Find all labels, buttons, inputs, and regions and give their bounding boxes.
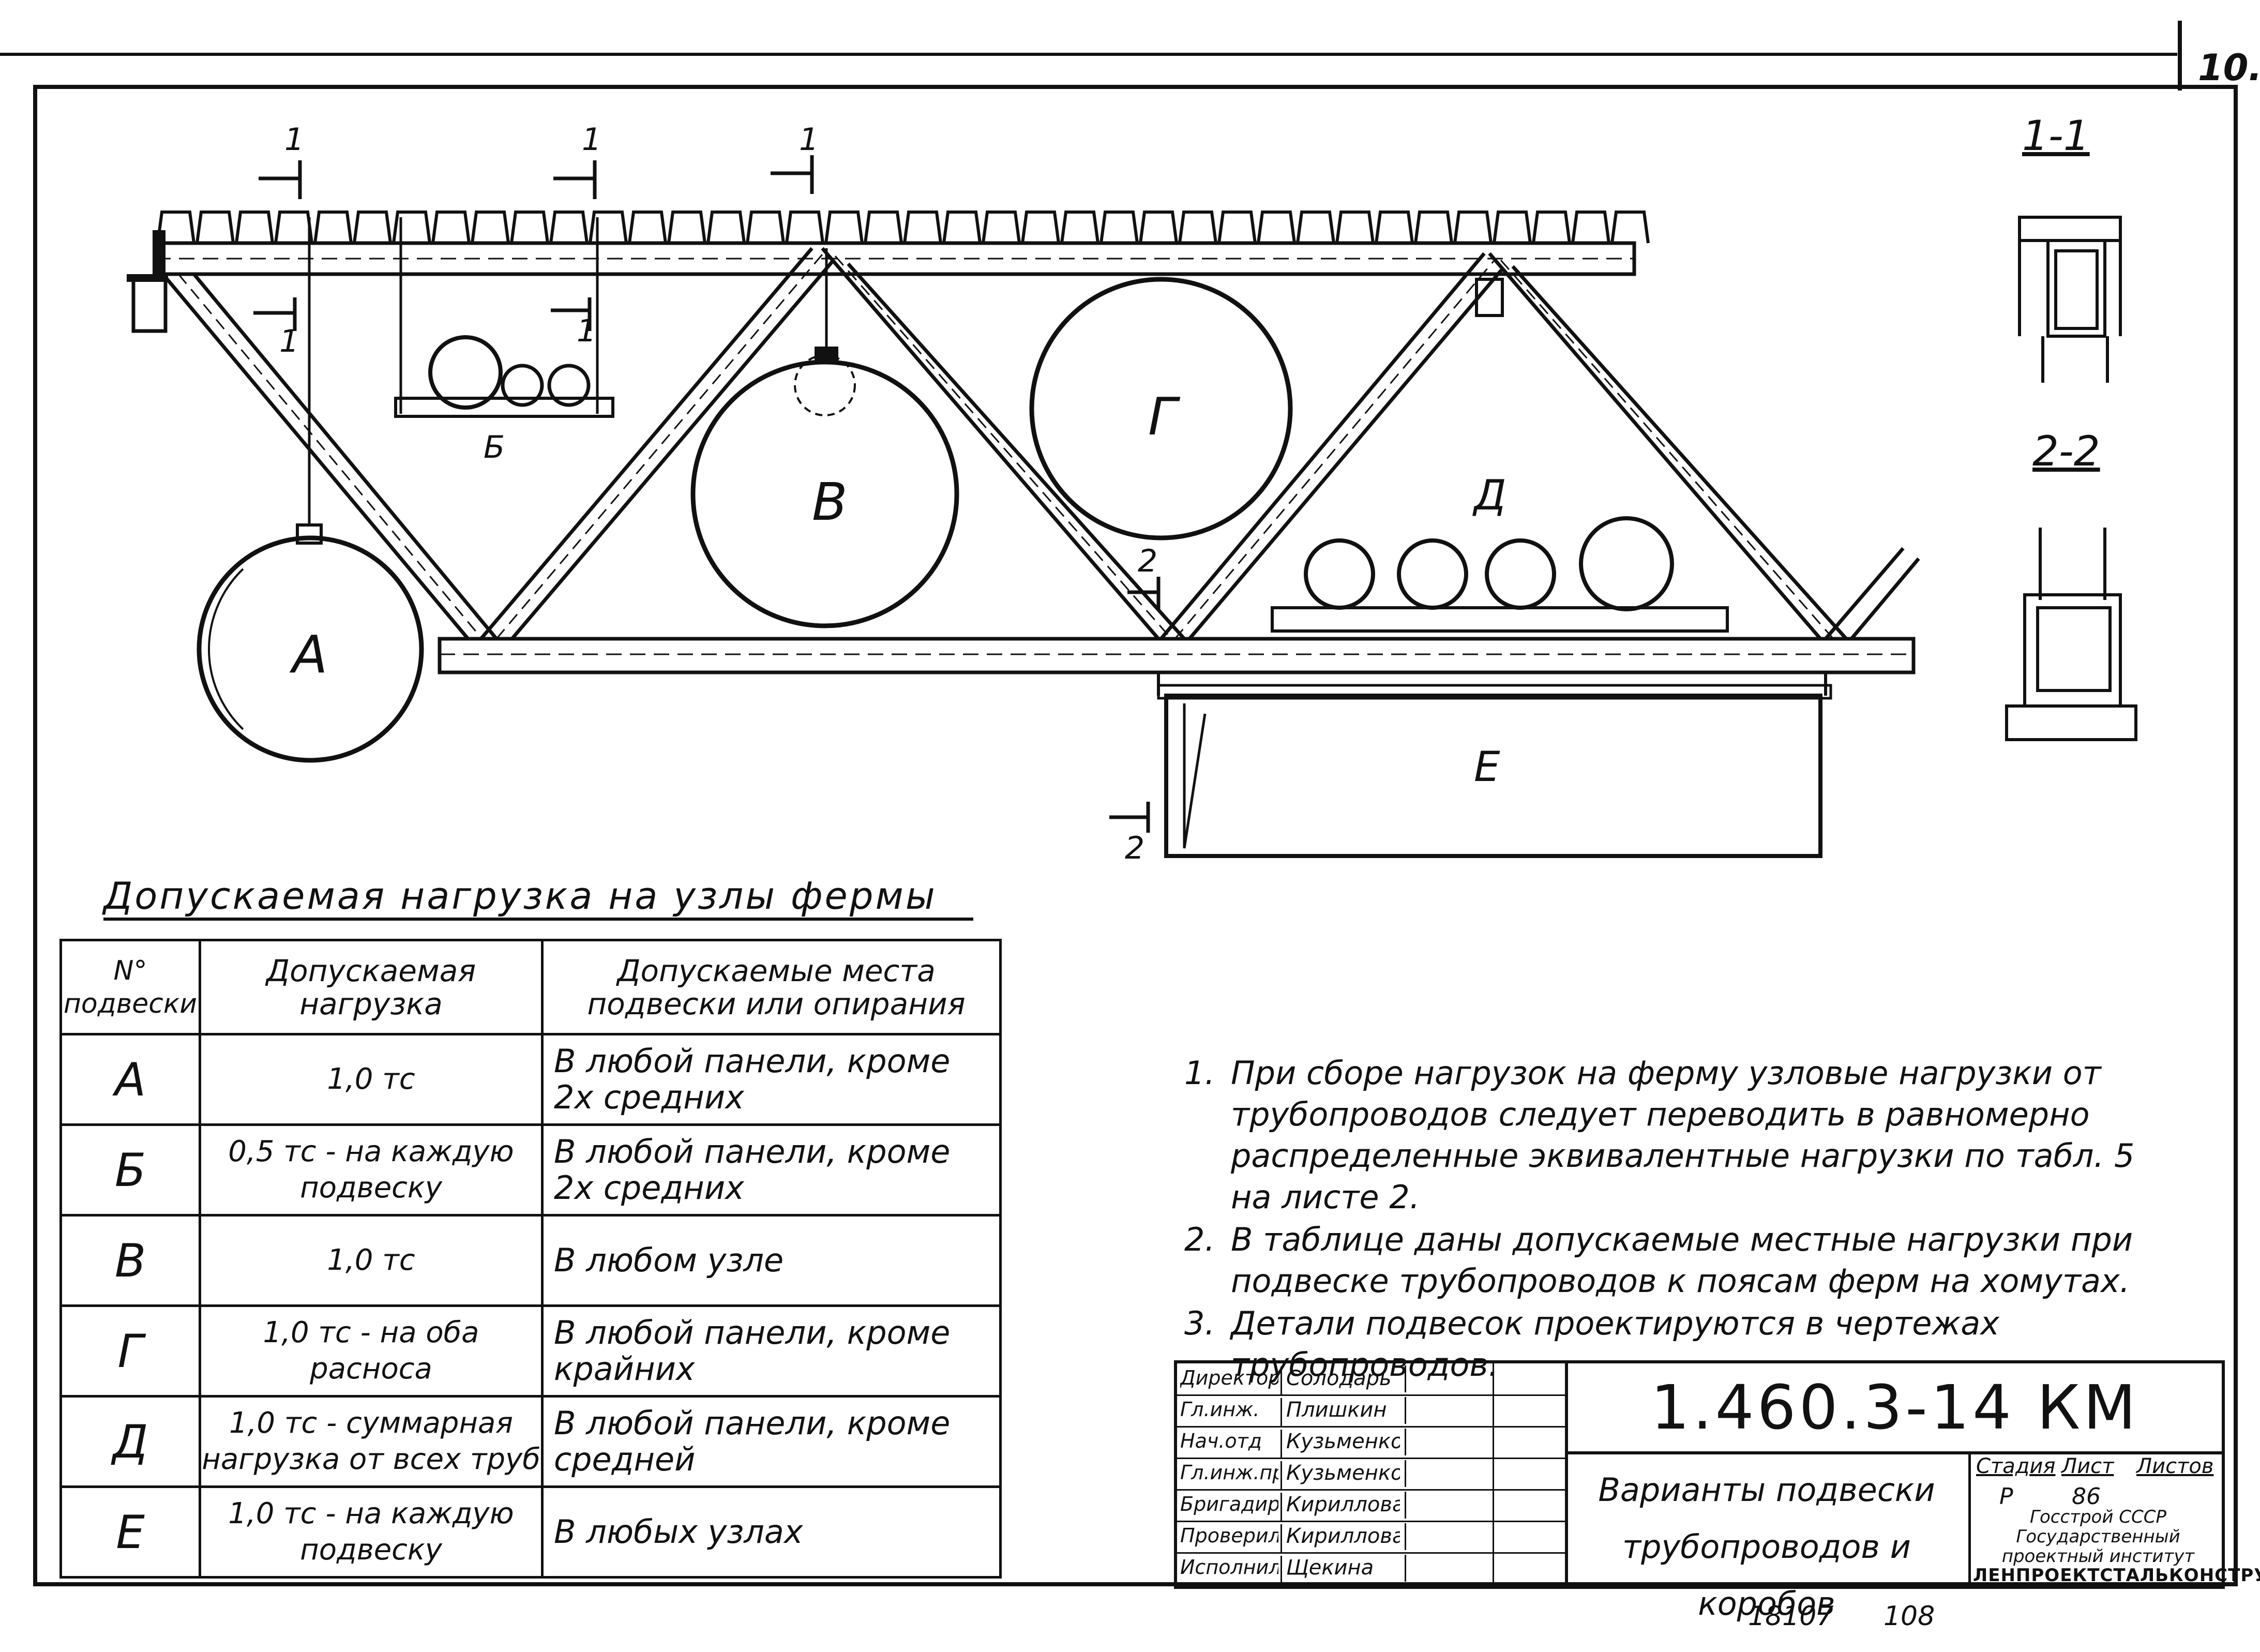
svg-text:1: 1 <box>279 323 299 359</box>
notes: 1.При сборе нагрузок на ферму узловые на… <box>1174 1053 2182 1387</box>
section-2-2-label: 2-2 <box>2032 427 2100 475</box>
roof-slabs <box>155 211 1650 245</box>
staff-role: Проверил <box>1180 1524 1278 1547</box>
duct-e <box>1164 694 1822 858</box>
note-item: 3.Детали подвесок проектируются в чертеж… <box>1184 1304 1999 1384</box>
date-cell <box>1493 1521 1566 1552</box>
table-row: А 1,0 тс В любой панели, кроме 2х средни… <box>59 1033 1002 1126</box>
signature-mark <box>1405 1523 1489 1550</box>
date-cell <box>1493 1395 1566 1426</box>
pipe-label-d: Д <box>1472 471 1506 519</box>
pipe-label-a: А <box>289 624 327 685</box>
staff-role: Гл.инж.пр <box>1180 1461 1278 1484</box>
pipe-label-b: Б <box>484 429 505 465</box>
table-row: Г 1,0 тс - на оба расноса В любой панели… <box>59 1304 1002 1398</box>
pipe-label-v: В <box>812 472 848 532</box>
table-row: Б 0,5 тс - на каждую подвеску В любой па… <box>59 1123 1002 1217</box>
date-cell <box>1493 1553 1566 1584</box>
staff-name: Щекина <box>1280 1556 1400 1584</box>
svg-text:2: 2 <box>1138 543 1157 579</box>
load-table: N° подвески Допускаемая нагрузка Допуска… <box>59 939 1002 1579</box>
pipe-label-g: Г <box>1148 386 1181 447</box>
institute-name: ЛЕНПРОЕКТСТАЛЬКОНСТРУКЦИЯ <box>1973 1565 2260 1586</box>
staff-name: Кириллова <box>1280 1493 1400 1521</box>
date-cell <box>1493 1490 1566 1521</box>
section-1-1-label: 1-1 <box>2022 112 2090 160</box>
staff-row: Гл.инж. Плишкин <box>1177 1395 1565 1428</box>
signature-mark <box>1405 1397 1489 1424</box>
staff-name: Кириллова <box>1280 1524 1400 1552</box>
stage-value: Р <box>1999 1483 2013 1510</box>
signature-mark <box>1405 1492 1489 1519</box>
drawing-code: 1.460.3-14 КМ <box>1568 1363 2222 1454</box>
staff-name: Солодарь <box>1280 1366 1400 1394</box>
svg-text:1: 1 <box>799 122 819 158</box>
signature-mark <box>1405 1555 1489 1582</box>
note-item: 2.В таблице даны допускаемые местные наг… <box>1184 1221 2133 1300</box>
table-header-row: N° подвески Допускаемая нагрузка Допуска… <box>59 939 1002 1035</box>
pipe-d1 <box>1304 538 1375 610</box>
staff-role: Нач.отд <box>1180 1430 1262 1452</box>
signature-mark <box>1405 1460 1489 1487</box>
staff-name: Кузьменко <box>1280 1430 1400 1458</box>
page-number: 10. <box>2198 47 2260 89</box>
section-1-1 <box>2018 216 2122 383</box>
bottom-chord <box>438 637 1916 674</box>
pipe-b1 <box>428 335 503 410</box>
svg-text:1: 1 <box>577 313 596 349</box>
svg-text:1: 1 <box>284 122 304 158</box>
svg-text:1: 1 <box>582 122 601 158</box>
truss-diagonals <box>161 247 1920 640</box>
table-row: Е 1,0 тс - на каждую подвеску В любых уз… <box>59 1485 1002 1579</box>
pipe-v <box>690 359 959 628</box>
staff-name: Плишкин <box>1280 1398 1400 1426</box>
table-row: В 1,0 тс В любом узле <box>59 1214 1002 1307</box>
pipe-label-e: Е <box>1474 743 1500 791</box>
section-marks: 1 1 1 1 1 2 2 <box>253 122 1161 866</box>
staff-role: Гл.инж. <box>1180 1398 1260 1421</box>
staff-name: Кузьменко <box>1280 1461 1400 1489</box>
table-row: Д 1,0 тс - суммарная нагрузка от всех тр… <box>59 1395 1002 1488</box>
archive-stamp: 18107 108 <box>1748 1601 1935 1632</box>
staff-row: Нач.отд Кузьменко <box>1177 1426 1565 1459</box>
section-2-2 <box>2005 528 2137 741</box>
signature-mark <box>1405 1429 1489 1455</box>
header-place: Допускаемые места подвески или опирания <box>541 939 1002 1035</box>
drawing-caption: Варианты подвески трубопроводов и коробо… <box>1598 1471 1935 1623</box>
staff-role: Директор <box>1180 1366 1278 1389</box>
signature-mark <box>1405 1365 1489 1392</box>
sheet-info: Стадия Лист Листов Р 86 Госстрой СССР Го… <box>1968 1451 2260 1586</box>
note-item: 1.При сборе нагрузок на ферму узловые на… <box>1184 1054 2135 1216</box>
sheet-value: 86 <box>2072 1483 2101 1510</box>
load-table-title: Допускаемая нагрузка на узлы фермы <box>103 874 973 921</box>
sheet-frame <box>33 85 2238 1586</box>
pipe-a <box>197 535 424 763</box>
date-cell <box>1493 1363 1566 1394</box>
svg-text:2: 2 <box>1125 830 1144 866</box>
staff-role: Исполнил <box>1180 1556 1278 1579</box>
date-cell <box>1493 1426 1566 1458</box>
header-no: N° подвески <box>59 939 201 1035</box>
header-load: Допускаемая нагрузка <box>199 939 544 1035</box>
date-cell <box>1493 1458 1566 1489</box>
organization: Госстрой СССР Государственный проектный … <box>2001 1507 2195 1567</box>
staff-role: Бригадир <box>1180 1493 1278 1515</box>
